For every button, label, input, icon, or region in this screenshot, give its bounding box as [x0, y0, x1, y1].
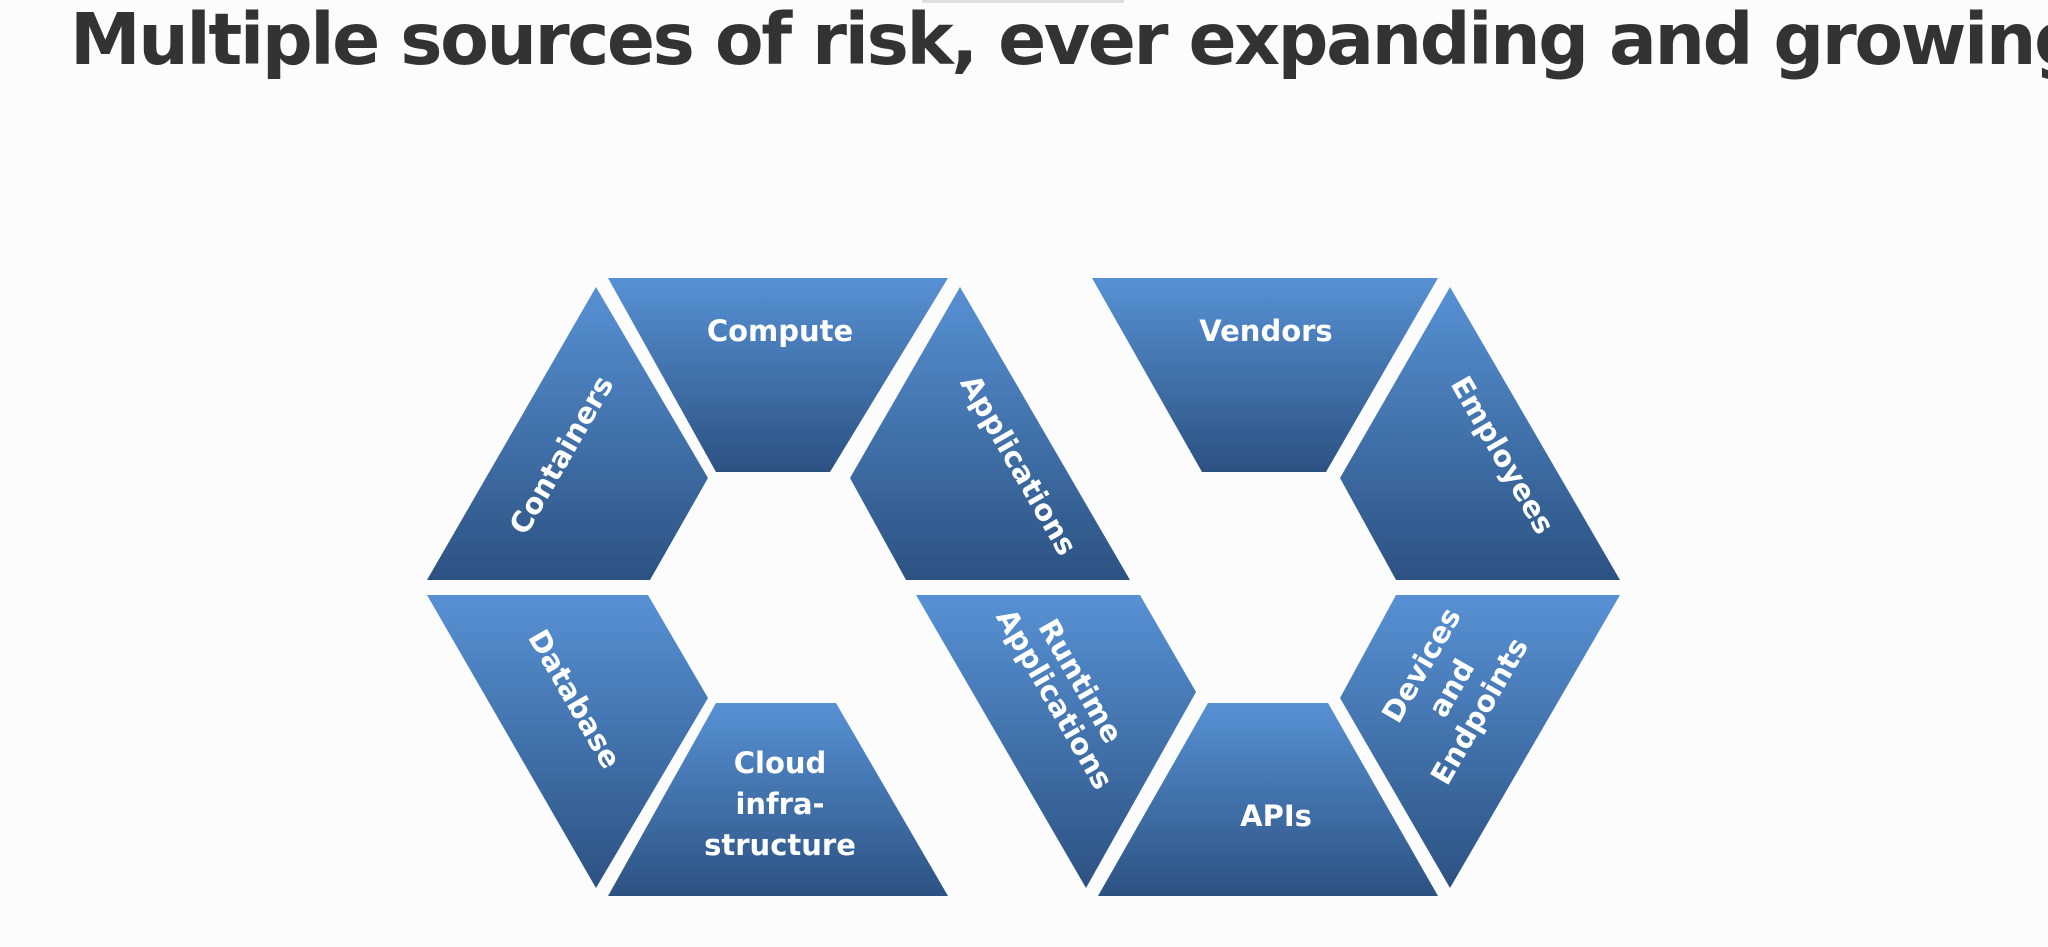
segment-cloud-infrastructure: Cloud infra- structure [608, 703, 948, 896]
left-hexagon: Compute Applications Containers Database… [427, 278, 1130, 896]
segment-database: Database [427, 595, 708, 888]
segment-compute: Compute [608, 278, 948, 472]
top-tab-indicator [922, 0, 1124, 3]
segment-runtime-applications: Runtime Applications [916, 595, 1196, 888]
page-title: Multiple sources of risk, ever expanding… [70, 0, 2048, 81]
segment-vendors: Vendors [1092, 278, 1438, 472]
segment-label-compute: Compute [707, 314, 853, 348]
segment-label-cloud-line-2: infra- [735, 787, 824, 821]
right-hexagon: Vendors Employees Runtime Applications A… [916, 278, 1620, 896]
segment-devices-and-endpoints: Devices and Endpoints [1340, 595, 1620, 888]
segment-label-apis: APIs [1240, 799, 1312, 833]
segment-label-vendors: Vendors [1199, 314, 1332, 348]
segment-label-cloud-line-3: structure [704, 828, 856, 862]
segment-label-cloud-line-1: Cloud [734, 746, 827, 780]
segment-apis: APIs [1098, 703, 1438, 896]
